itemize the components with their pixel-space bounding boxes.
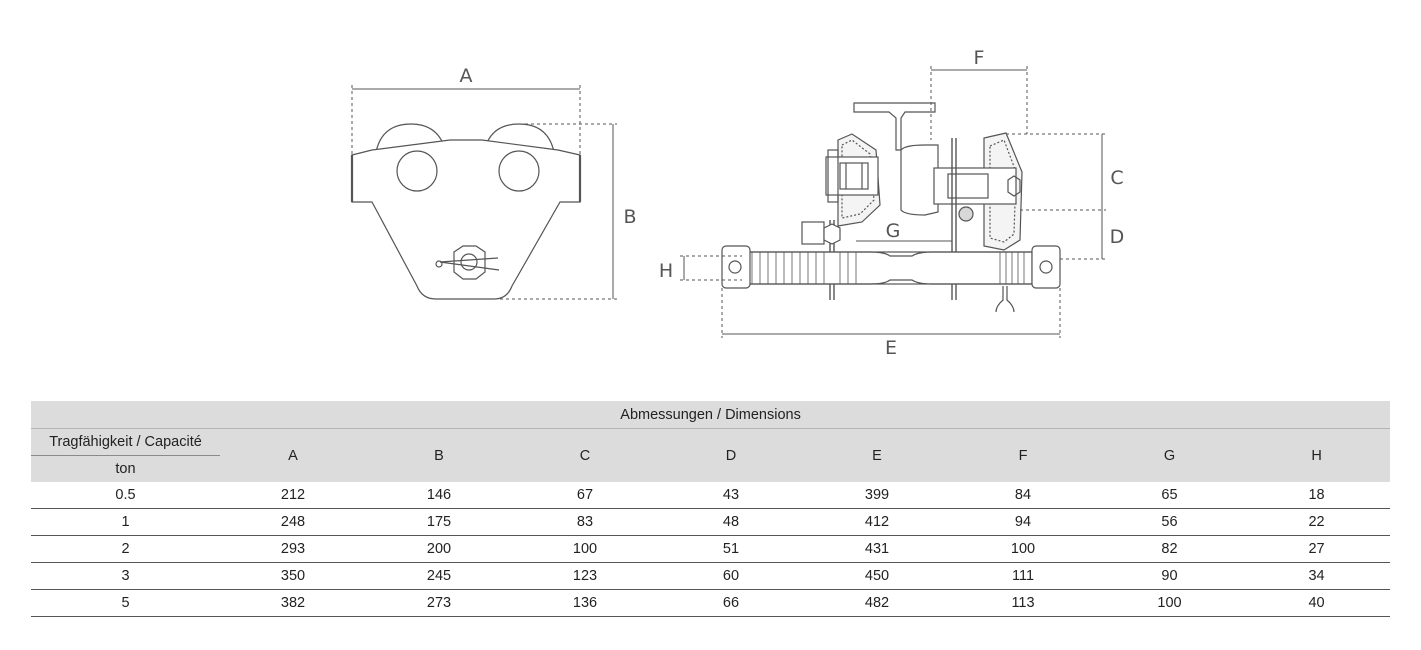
dim-label-a: A [460,65,473,87]
column-header-f: F [1018,447,1028,464]
side-view-dimensions [680,66,1106,338]
value-cell: 136 [512,589,658,617]
table-header-row: Tragfähigkeit / Capacité A B C D E F G H [31,428,1391,464]
value-cell: 399 [804,482,950,509]
value-cell: 450 [804,562,950,590]
capacity-header: Tragfähigkeit / Capacité [31,428,220,456]
table-row: 0.5 212 146 67 43 399 84 65 18 [31,482,1391,509]
column-header-g: G [1163,447,1176,464]
value-cell: 83 [512,508,658,536]
value-cell: 84 [950,482,1096,509]
value-cell: 82 [1096,535,1243,563]
table-title-row: Abmessungen / Dimensions [31,401,1391,429]
value-cell: 100 [512,535,658,563]
value-cell: 60 [658,562,804,590]
capacity-cell: 1 [31,508,220,536]
value-cell: 293 [220,535,366,563]
capacity-cell: 5 [31,589,220,617]
value-cell: 67 [512,482,658,509]
value-cell: 350 [220,562,366,590]
front-view-dimensions [351,85,617,300]
dim-label-f: F [974,47,985,69]
technical-drawing: A B [350,47,1125,359]
table-row: 3 350 245 123 60 450 111 90 34 [31,562,1391,590]
value-cell: 200 [366,535,512,563]
value-cell: 100 [950,535,1096,563]
value-cell: 212 [220,482,366,509]
column-header-a: A [288,447,298,464]
dim-label-e: E [885,337,897,359]
value-cell: 146 [366,482,512,509]
value-cell: 412 [804,508,950,536]
table-row: 2 293 200 100 51 431 100 82 27 [31,535,1391,563]
capacity-cell: 0.5 [31,482,220,509]
dimensions-table: Abmessungen / Dimensions Tragfähigkeit /… [31,401,1391,617]
value-cell: 18 [1243,482,1391,509]
value-cell: 34 [1243,562,1391,590]
value-cell: 273 [366,589,512,617]
column-header-d: D [725,447,737,464]
value-cell: 51 [658,535,804,563]
capacity-cell: 3 [31,562,220,590]
value-cell: 90 [1096,562,1243,590]
value-cell: 48 [658,508,804,536]
dim-label-b: B [623,206,636,228]
value-cell: 123 [512,562,658,590]
value-cell: 482 [804,589,950,617]
column-header-c: C [579,447,591,464]
unit-header: ton [115,461,136,477]
value-cell: 175 [366,508,512,536]
table-title: Abmessungen / Dimensions [31,401,1391,429]
dim-label-h: H [659,260,673,282]
value-cell: 40 [1243,589,1391,617]
value-cell: 382 [220,589,366,617]
column-header-b: B [434,447,444,464]
dim-label-g: G [886,220,901,242]
column-header-h: H [1311,447,1322,464]
column-header-e: E [872,447,882,464]
table-row: 1 248 175 83 48 412 94 56 22 [31,508,1391,536]
dim-label-c: C [1110,167,1123,189]
value-cell: 245 [366,562,512,590]
value-cell: 113 [950,589,1096,617]
table-row: 5 382 273 136 66 482 113 100 40 [31,589,1391,617]
capacity-cell: 2 [31,535,220,563]
value-cell: 94 [950,508,1096,536]
value-cell: 100 [1096,589,1243,617]
value-cell: 111 [950,562,1096,590]
value-cell: 65 [1096,482,1243,509]
value-cell: 248 [220,508,366,536]
value-cell: 66 [658,589,804,617]
value-cell: 27 [1243,535,1391,563]
side-view-trolley [721,102,1061,313]
value-cell: 431 [804,535,950,563]
dim-label-d: D [1110,226,1125,248]
value-cell: 43 [658,482,804,509]
value-cell: 22 [1243,508,1391,536]
front-view-trolley [350,123,582,300]
value-cell: 56 [1096,508,1243,536]
